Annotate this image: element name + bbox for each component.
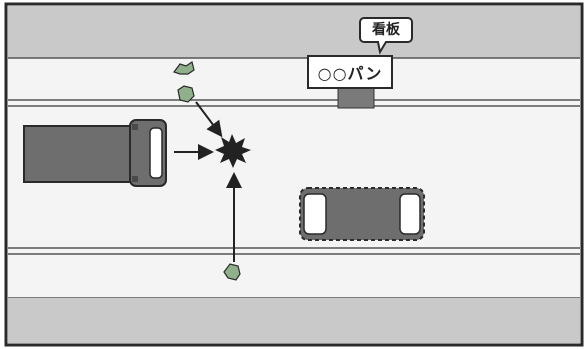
top-sidewalk <box>8 6 580 58</box>
sign-post <box>338 88 374 108</box>
callout-text: 看板 <box>362 18 410 40</box>
car-icon <box>300 188 424 240</box>
bottom-sidewalk <box>8 298 580 343</box>
truck-icon <box>24 120 166 186</box>
signboard-text: ○○パン <box>308 58 392 86</box>
